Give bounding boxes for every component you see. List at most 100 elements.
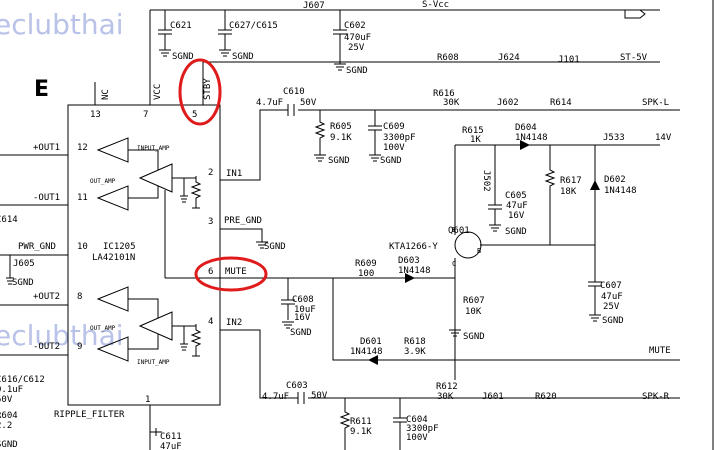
label-mute-line: MUTE [649, 346, 671, 356]
label-c609: C609 [383, 122, 405, 132]
in2-network: IN2 C603 4.7uF 50V R611 9.1K C604 3300pF… [220, 318, 680, 450]
label-d601: D601 [360, 337, 382, 347]
label-j101: J101 [558, 55, 580, 65]
label-c609-v: 3300pF [383, 133, 416, 143]
pre-gnd: PRE_GND SGND [220, 216, 286, 252]
pin-1: 1 [145, 395, 150, 405]
amp-lower-input [138, 311, 173, 341]
pin-8: 8 [77, 292, 82, 302]
label-c604-v: 3300pF [406, 424, 439, 434]
pin-10: 10 [77, 242, 88, 252]
d602-symbol [590, 180, 600, 190]
label-r618-v: 3.9K [404, 347, 426, 357]
label-pre-gnd: PRE_GND [224, 216, 262, 226]
label-q-e: E [452, 226, 456, 234]
amp-upper-out1-minus [96, 185, 129, 211]
watermark-top: eclubthai [0, 8, 124, 41]
label-c604: C604 [406, 415, 428, 425]
label-spk-l: SPK-L [642, 98, 669, 108]
label-st-5v: ST-5V [620, 53, 648, 63]
left-pin-wires [0, 154, 68, 356]
section-letter: E [34, 77, 49, 102]
svcc-connector [624, 9, 646, 19]
pin-2: 2 [208, 168, 213, 178]
label-out2-neg: -OUT2 [33, 342, 60, 352]
label-d604: D604 [515, 123, 537, 133]
gnd-c607: SGND [602, 316, 624, 326]
label-mute: MUTE [225, 267, 247, 277]
label-c608-v2: 16V [294, 313, 311, 323]
label-r612-v: 30K [437, 392, 454, 402]
ic-top-pin-wires [94, 10, 204, 105]
label-14v: 14V [655, 133, 672, 143]
c621-symbol [158, 10, 172, 50]
label-r617: R617 [560, 176, 582, 186]
c607-symbol [588, 245, 602, 315]
label-r611-v: 9.1K [350, 427, 372, 437]
label-in2: IN2 [226, 318, 242, 328]
mute-out-wire [332, 278, 680, 361]
label-r604-v: 2.2 [0, 421, 12, 431]
in2-wire [220, 329, 680, 399]
pin-9: 9 [77, 342, 82, 352]
label-r620: R620 [535, 392, 557, 402]
label-pwr-gnd: PWR_GND [18, 242, 56, 252]
upper-amp-wires [128, 149, 196, 203]
label-c627: C627/C615 [229, 21, 278, 31]
label-r609-v: 100 [358, 269, 374, 279]
label-r614: R614 [550, 98, 572, 108]
label-c607-v2: 25V [603, 302, 620, 312]
label-r612: R612 [436, 382, 458, 392]
amp-upper-out1-plus [96, 137, 129, 163]
label-j605: J605 [13, 259, 35, 269]
label-q-c: C [452, 260, 456, 268]
ic1205: NC VCC STBY 13 7 5 12 11 10 8 9 2 3 6 4 … [67, 10, 221, 406]
label-s-vcc: S-Vcc [422, 0, 449, 10]
label-q-b: B [477, 247, 481, 255]
gnd-pre: SGND [264, 242, 286, 252]
label-c607: C607 [600, 281, 622, 291]
pin-13: 13 [90, 110, 101, 120]
pin-6: 6 [208, 267, 213, 277]
c627-symbol [218, 10, 232, 50]
lower-amp-wires [128, 298, 196, 351]
label-out-amp-bottom: OUT_AMP [90, 325, 116, 332]
label-in1: IN1 [226, 169, 242, 179]
in1-network: IN1 C610 4.7uF 50V R605 9.1K SGND C609 3… [220, 87, 680, 181]
label-q601-v: KTA1266-Y [389, 242, 438, 252]
pin-11: 11 [77, 193, 88, 203]
pin-label-vcc: VCC [153, 84, 163, 100]
label-r616: R616 [433, 89, 455, 99]
top-rails: J607 S-Vcc C621 SGND C627/C615 SGND C602… [150, 0, 660, 76]
label-c611: C611 [160, 432, 182, 442]
label-c607-v: 47uF [601, 292, 623, 302]
pwr-gnd-symbol [6, 255, 14, 285]
gnd-c621: SGND [172, 52, 194, 62]
label-r615: R615 [462, 126, 484, 136]
label-c604-v2: 100V [406, 433, 428, 443]
pin-label-stby: STBY [203, 78, 213, 100]
q601-symbol [454, 231, 482, 259]
label-j624: J624 [498, 53, 520, 63]
label-c602-v: 470uF [344, 33, 371, 43]
label-c603: C603 [286, 381, 308, 391]
label-d604-v: 1N4148 [515, 133, 548, 143]
lower-feedback-resistor [190, 324, 202, 352]
label-c616-v: 0.1uF [0, 385, 23, 395]
label-c609-v2: 100V [383, 143, 405, 153]
label-c603-v: 4.7uF [262, 392, 289, 402]
label-c605: C605 [505, 191, 527, 201]
gnd-c605: SGND [505, 227, 527, 237]
pin-7: 7 [143, 110, 148, 120]
label-out-amp-top: OUT_AMP [90, 178, 116, 185]
label-c605-v2: 16V [508, 211, 525, 221]
label-c608: C608 [292, 295, 314, 305]
label-r607: R607 [463, 296, 485, 306]
gnd-c608: SGND [290, 328, 312, 338]
label-d602-v: 1N4148 [604, 186, 637, 196]
label-c610-v2: 50V [300, 98, 317, 108]
r617-d602-wires [480, 145, 596, 246]
d601-symbol [368, 355, 378, 365]
watermark-bottom: eclubthai [0, 319, 124, 352]
